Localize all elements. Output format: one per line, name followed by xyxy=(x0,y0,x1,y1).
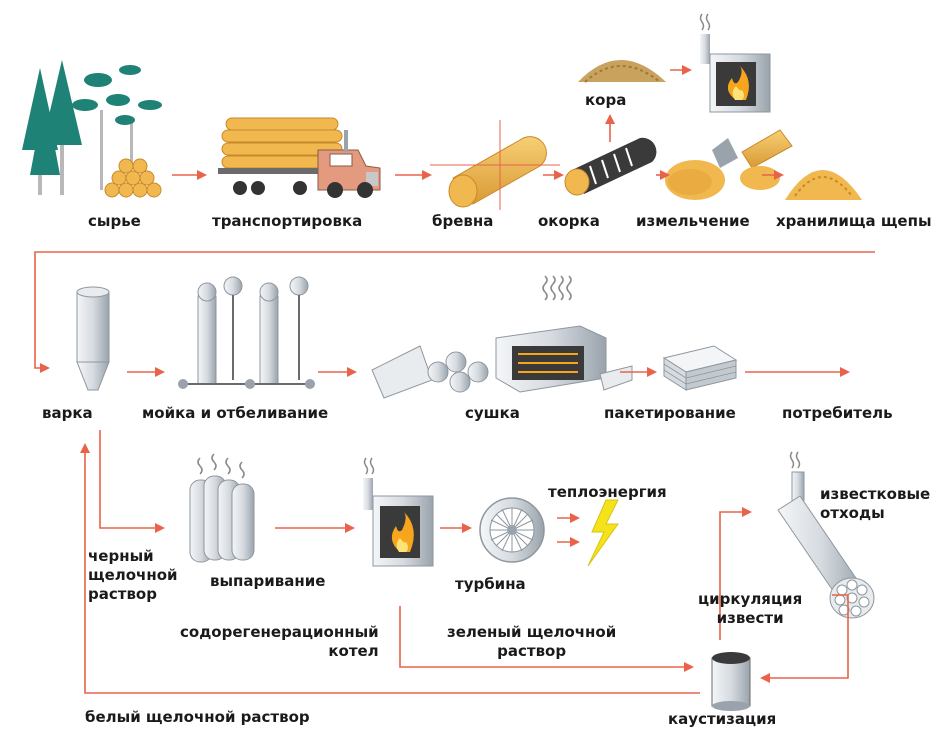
label-consumer: потребитель xyxy=(782,404,893,422)
turbine-icon xyxy=(479,497,545,563)
label-debarking: окорка xyxy=(538,212,600,230)
label-heat-energy: теплоэнергия xyxy=(548,483,667,501)
label-drying: сушка xyxy=(465,404,520,422)
chip-storage-icon xyxy=(785,170,862,200)
label-cooking: варка xyxy=(42,404,93,422)
row3-arrows xyxy=(80,430,849,694)
log-truck-icon xyxy=(218,117,381,198)
label-chip-storage: хранилища щепы xyxy=(776,212,932,230)
forest-icon xyxy=(22,60,162,198)
dryer-icon xyxy=(371,275,633,399)
label-logs: бревна xyxy=(432,212,494,230)
label-black-liquor: черный щелочной раствор xyxy=(88,547,178,603)
chipper-icon xyxy=(665,129,793,200)
lightning-icon xyxy=(587,499,619,567)
label-transport: транспортировка xyxy=(212,212,363,230)
digester-icon xyxy=(76,286,110,391)
label-bark: кора xyxy=(585,91,627,109)
label-causticizing: каустизация xyxy=(668,710,777,728)
label-raw: сырье xyxy=(88,212,141,230)
bark-pile-icon xyxy=(578,60,666,83)
label-lime-circulation: циркуляция извести xyxy=(698,590,803,627)
label-chipping: измельчение xyxy=(636,212,750,230)
label-packing: пакетирование xyxy=(604,404,736,422)
recovery-boiler-icon xyxy=(363,457,434,567)
row1-arrows xyxy=(34,65,875,373)
label-evaporation: выпаривание xyxy=(210,572,326,590)
evaporators-icon xyxy=(189,453,255,563)
label-recovery-boiler: содорегенерационный котел xyxy=(180,623,379,660)
washing-bleaching-towers-icon xyxy=(178,276,315,389)
causticizing-tank-icon xyxy=(711,652,751,711)
lime-kiln-icon xyxy=(777,451,875,619)
label-lime-waste: известковые отходы xyxy=(820,485,931,522)
bark-furnace-icon xyxy=(699,13,771,113)
log-icon xyxy=(430,120,560,210)
label-washing: мойка и отбеливание xyxy=(142,404,329,422)
label-green-liquor: зеленый щелочной раствор xyxy=(447,623,617,660)
label-turbine: турбина xyxy=(455,575,526,593)
debarking-drum-icon xyxy=(564,137,657,196)
pulp-bales-icon xyxy=(662,345,738,391)
label-white-liquor: белый щелочной раствор xyxy=(85,708,310,726)
